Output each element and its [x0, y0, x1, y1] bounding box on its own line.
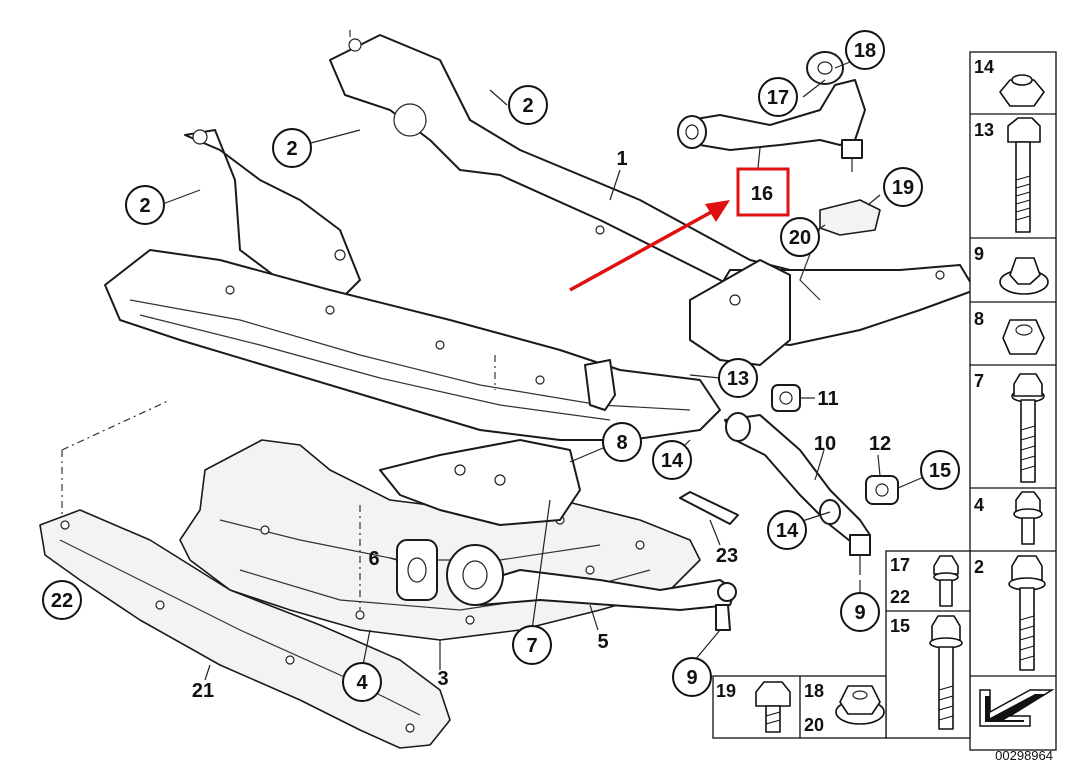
fastener-13-bolt: 13 — [974, 117, 1041, 233]
callout-1: 1 — [616, 148, 627, 170]
svg-text:22: 22 — [890, 587, 910, 607]
svg-text:2: 2 — [974, 557, 984, 577]
document-number: 00298964 — [995, 748, 1053, 763]
callout-11: 11 — [817, 388, 838, 410]
callout-14b: 14 — [767, 510, 807, 550]
svg-text:7: 7 — [526, 635, 537, 657]
svg-text:15: 15 — [890, 616, 910, 636]
callout-4: 4 — [342, 662, 382, 702]
fastener-panel-border — [969, 51, 1057, 751]
callout-14a: 14 — [652, 440, 692, 480]
fastener-19-bolt: 19 — [716, 681, 791, 733]
red-arrow-head — [705, 200, 730, 222]
lower-fastener-panel: 17 22 15 19 18 20 — [712, 550, 971, 739]
svg-text:18: 18 — [804, 681, 824, 701]
callout-2c: 2 — [508, 85, 548, 125]
fastener-8-nut: 8 — [974, 309, 1045, 355]
svg-text:17: 17 — [767, 87, 789, 109]
callout-5: 5 — [597, 631, 608, 653]
callout-19: 19 — [883, 167, 923, 207]
callout-13: 13 — [718, 358, 758, 398]
lower-wishbone — [724, 412, 871, 575]
fastener-9-flange-nut: 9 — [974, 244, 1049, 295]
callout-21: 21 — [192, 680, 214, 702]
callout-6: 6 — [368, 548, 379, 570]
svg-text:13: 13 — [974, 120, 994, 140]
svg-text:19: 19 — [892, 177, 914, 199]
callout-22: 22 — [42, 580, 82, 620]
fastener-2-bolt: 2 — [974, 555, 1046, 671]
highlight-box-16 — [736, 167, 790, 217]
svg-text:4: 4 — [974, 495, 984, 515]
svg-text:2: 2 — [286, 138, 297, 160]
svg-text:20: 20 — [789, 227, 811, 249]
front-axle-carrier — [104, 34, 976, 526]
callout-23: 23 — [716, 545, 738, 567]
fastener-15-bolt: 15 — [890, 615, 963, 730]
svg-text:4: 4 — [356, 672, 368, 694]
svg-text:15: 15 — [929, 460, 951, 482]
pin-23 — [679, 491, 739, 525]
rubber-bushing-11 — [771, 384, 801, 412]
callout-9b: 9 — [672, 657, 712, 697]
callout-12: 12 — [869, 433, 891, 455]
callout-3: 3 — [437, 668, 448, 690]
fastener-14-nut: 14 — [974, 57, 1045, 107]
svg-text:9: 9 — [974, 244, 984, 264]
fastener-4-bolt: 4 — [974, 491, 1043, 545]
svg-text:19: 19 — [716, 681, 736, 701]
svg-text:8: 8 — [974, 309, 984, 329]
red-arrow — [569, 200, 730, 292]
hydro-mount-6 — [396, 539, 438, 601]
direction-arrow-icon — [979, 689, 1055, 727]
callout-7: 7 — [512, 625, 552, 665]
callout-15: 15 — [920, 450, 960, 490]
svg-text:7: 7 — [974, 371, 984, 391]
fastener-panel: 14 13 9 8 7 — [969, 51, 1057, 751]
svg-text:9: 9 — [854, 602, 865, 624]
fastener-17-22-bolt: 17 22 — [890, 555, 959, 607]
upper-wishbone — [677, 51, 866, 172]
hydro-mount-7 — [446, 544, 504, 606]
svg-text:9: 9 — [686, 667, 697, 689]
svg-text:14: 14 — [776, 520, 799, 542]
svg-text:2: 2 — [522, 95, 533, 117]
leader-lines — [61, 30, 941, 681]
svg-text:17: 17 — [890, 555, 910, 575]
svg-text:20: 20 — [804, 715, 824, 735]
callout-16: 16 — [736, 167, 790, 217]
callout-8: 8 — [602, 422, 642, 462]
callout-10: 10 — [814, 433, 836, 455]
svg-text:13: 13 — [727, 368, 749, 390]
rubber-bushing-12 — [865, 475, 899, 505]
svg-text:14: 14 — [974, 57, 994, 77]
svg-text:8: 8 — [616, 432, 627, 454]
callout-17: 17 — [758, 77, 798, 117]
callout-20: 20 — [780, 217, 820, 257]
fastener-18-20-nut: 18 20 — [804, 681, 885, 735]
svg-text:22: 22 — [51, 590, 73, 612]
svg-text:18: 18 — [854, 40, 876, 62]
callout-2a: 2 — [272, 128, 312, 168]
callout-2b: 2 — [125, 185, 165, 225]
callout-9a: 9 — [840, 592, 880, 632]
svg-text:14: 14 — [661, 450, 684, 472]
svg-text:16: 16 — [751, 183, 773, 205]
callout-18: 18 — [845, 30, 885, 70]
fastener-7-bolt: 7 — [974, 371, 1045, 483]
svg-text:2: 2 — [139, 195, 150, 217]
